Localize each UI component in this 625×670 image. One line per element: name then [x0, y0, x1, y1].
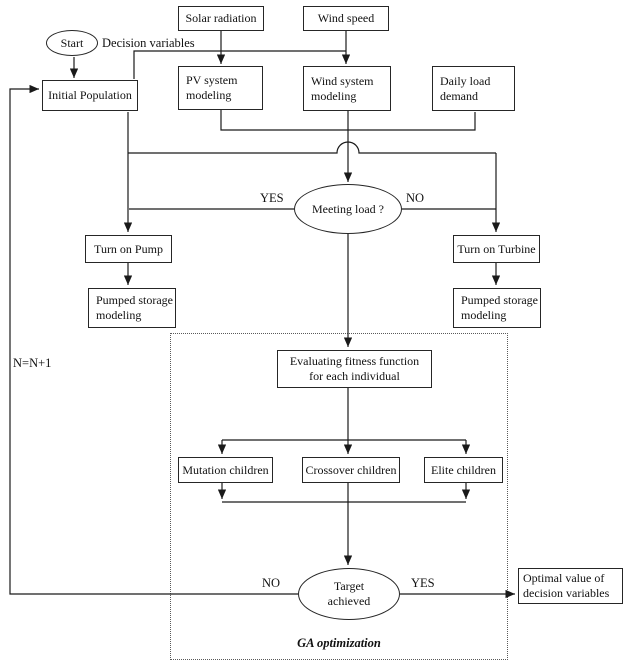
label-decision-variables: Decision variables: [102, 36, 195, 50]
node-crossover-children-label: Crossover children: [305, 462, 397, 477]
edge-fitness-branch-line: [222, 388, 466, 441]
label-iteration-counter: N=N+1: [13, 356, 52, 370]
node-start-label: Start: [60, 35, 84, 50]
node-daily-load-demand: Daily load demand: [432, 66, 515, 111]
node-dailyload-line2: demand: [440, 88, 478, 103]
node-solar-radiation-label: Solar radiation: [185, 11, 257, 26]
node-pumped-right-line2: modeling: [461, 308, 507, 322]
node-target-achieved-decision: Target achieved: [298, 568, 400, 620]
node-meeting-load-label: Meeting load ?: [312, 201, 384, 216]
node-pv-line2: modeling: [186, 88, 232, 102]
node-pumped-storage-modeling-left: Pumped storage modeling: [88, 288, 176, 328]
edge-decision-variables: [133, 50, 346, 79]
node-turn-on-pump: Turn on Pump: [85, 235, 172, 263]
edge-split-line-with-hop: [127, 112, 496, 154]
node-windsys-line2: modeling: [311, 88, 357, 103]
node-fitness-line1: Evaluating fitness function: [289, 354, 420, 369]
node-solar-radiation: Solar radiation: [178, 6, 264, 31]
node-windsys-line1: Wind system: [311, 73, 374, 88]
node-elite-children: Elite children: [424, 457, 503, 483]
node-crossover-children: Crossover children: [302, 457, 400, 483]
node-initial-population-label: Initial Population: [48, 88, 132, 103]
node-optimal-line2: decision variables: [523, 586, 610, 600]
node-pv-system-modeling: PV system modeling: [178, 66, 263, 110]
edge-no-feedback-loop: [9, 84, 298, 595]
node-pumped-left-line1: Pumped storage: [96, 293, 173, 308]
node-dailyload-line1: Daily load: [440, 73, 491, 88]
node-optimal-line1: Optimal value of: [523, 571, 605, 586]
node-turn-on-pump-label: Turn on Pump: [94, 241, 163, 256]
node-pv-line1: PV system: [186, 73, 238, 88]
node-mutation-children: Mutation children: [178, 457, 273, 483]
node-optimal-value: Optimal value of decision variables: [518, 568, 623, 604]
node-evaluating-fitness: Evaluating fitness function for each ind…: [277, 350, 432, 388]
node-mutation-children-label: Mutation children: [182, 462, 269, 477]
node-pumped-storage-modeling-right: Pumped storage modeling: [453, 288, 541, 328]
node-wind-speed-label: Wind speed: [317, 11, 375, 26]
node-fitness-line2: for each individual: [309, 369, 400, 383]
node-meeting-load-decision: Meeting load ?: [294, 184, 402, 234]
label-no-loop: NO: [262, 576, 281, 590]
node-target-line2: achieved: [327, 594, 371, 608]
node-start: Start: [46, 30, 98, 56]
ga-optimization-region: [170, 333, 508, 660]
node-wind-speed: Wind speed: [303, 6, 389, 31]
node-pumped-right-line1: Pumped storage: [461, 293, 538, 308]
node-pumped-left-line2: modeling: [96, 308, 142, 322]
label-yes-output: YES: [411, 576, 435, 590]
label-ga-optimization: GA optimization: [297, 636, 381, 650]
node-turn-on-turbine-label: Turn on Turbine: [457, 241, 536, 256]
label-yes-branch: YES: [260, 191, 284, 205]
node-target-line1: Target: [333, 579, 365, 594]
node-wind-system-modeling: Wind system modeling: [303, 66, 391, 111]
label-no-branch: NO: [406, 191, 425, 205]
node-elite-children-label: Elite children: [431, 462, 496, 477]
node-turn-on-turbine: Turn on Turbine: [453, 235, 540, 263]
node-initial-population: Initial Population: [42, 80, 138, 111]
